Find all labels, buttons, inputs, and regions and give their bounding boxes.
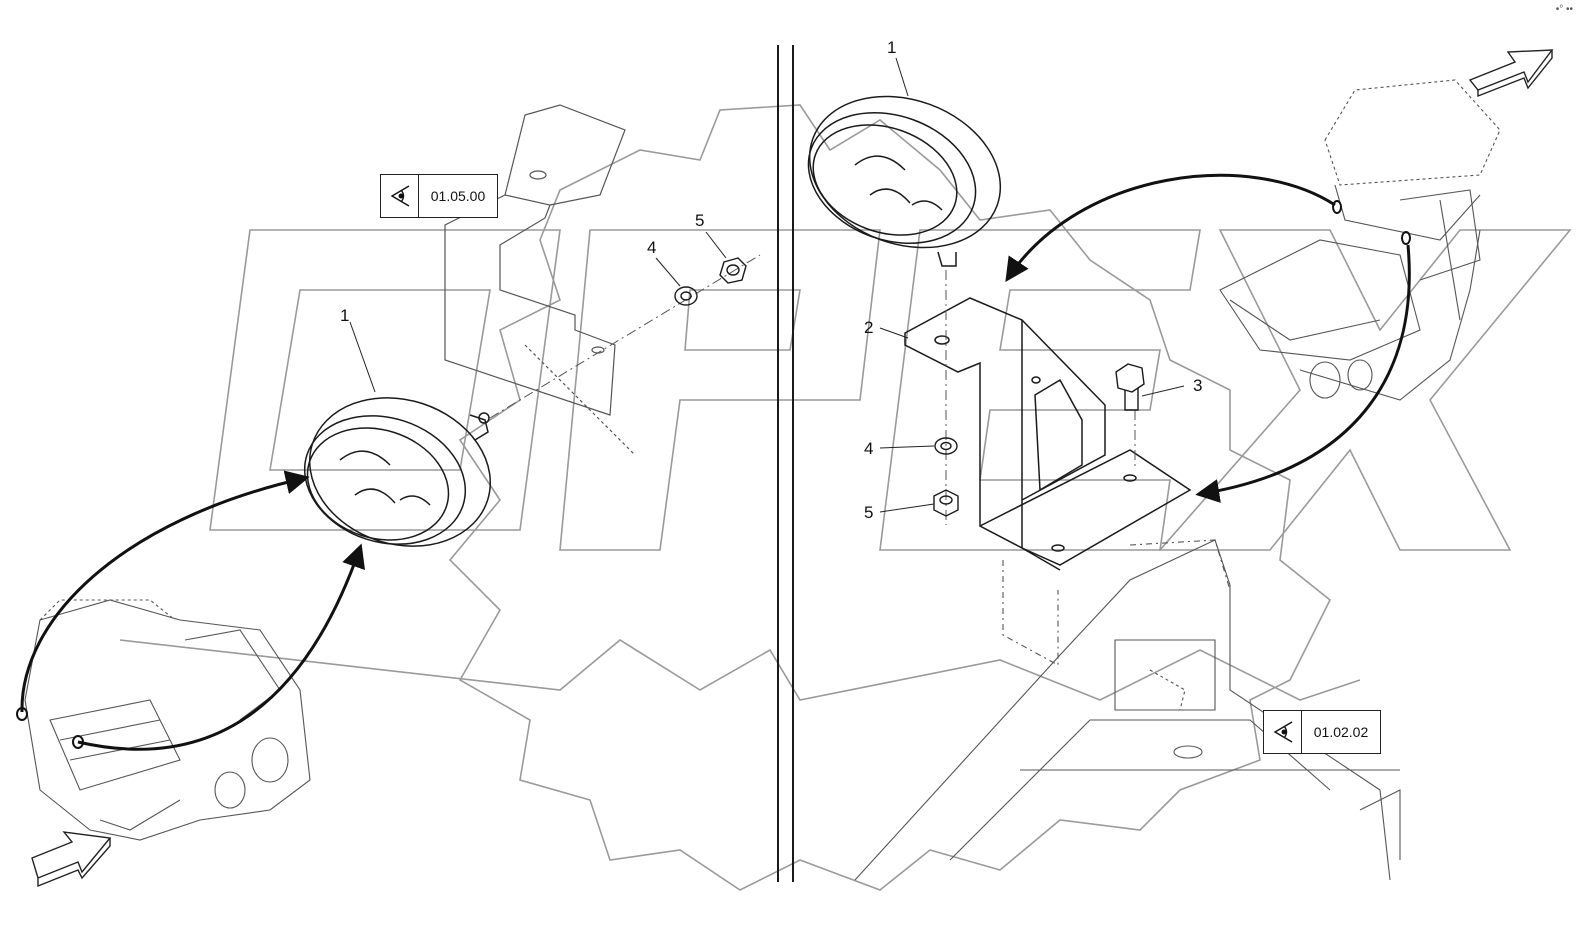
- left-view-direction-arrow: [31, 831, 112, 888]
- right-washer: [934, 437, 958, 455]
- left-pointer-origin-b: [72, 735, 84, 749]
- view-reference-code: 01.02.02: [1313, 724, 1369, 740]
- right-view-direction-arrow: [1468, 49, 1554, 98]
- callout-right-4: 4: [864, 439, 873, 458]
- left-work-lamp: [303, 397, 492, 547]
- eye-view-icon: [1264, 711, 1302, 753]
- right-leader-lines: [879, 57, 1185, 513]
- right-pointer-arrows: [1005, 173, 1411, 503]
- view-reference-left[interactable]: 01.05.00: [380, 174, 498, 218]
- left-washer: [674, 286, 698, 306]
- corner-mark: •° ••: [1555, 4, 1573, 15]
- hex-bolt: [1115, 363, 1145, 411]
- right-pointer-origin-b: [1401, 231, 1411, 245]
- eye-view-icon: [381, 175, 419, 217]
- right-frame-structure: [854, 539, 1401, 881]
- callout-left-1: 1: [340, 306, 349, 325]
- callout-labels: 1 4 5 1 2 3 4 5: [340, 38, 1202, 522]
- watermark-logo: [119, 104, 1572, 891]
- mounting-bracket: [904, 297, 1192, 571]
- callout-right-1: 1: [887, 38, 896, 57]
- callout-right-3: 3: [1193, 376, 1202, 395]
- left-axis-line: [489, 254, 761, 419]
- view-reference-right[interactable]: 01.02.02: [1263, 710, 1381, 754]
- view-reference-code: 01.05.00: [430, 188, 486, 204]
- left-paver-machine: [24, 599, 311, 841]
- callout-right-2: 2: [864, 318, 873, 337]
- left-mounting-plate: [444, 104, 636, 456]
- right-pointer-origin-a: [1332, 200, 1342, 214]
- callout-left-4: 4: [647, 238, 656, 257]
- left-nut: [719, 257, 747, 284]
- left-pointer-origin-a: [16, 707, 28, 721]
- right-nut: [933, 489, 959, 517]
- left-leader-lines: [349, 231, 727, 393]
- left-pointer-arrows: [20, 470, 365, 751]
- right-work-lamp: [807, 95, 1002, 267]
- right-paver-machine: [1219, 79, 1501, 401]
- callout-left-5: 5: [695, 211, 704, 230]
- callout-right-5: 5: [864, 503, 873, 522]
